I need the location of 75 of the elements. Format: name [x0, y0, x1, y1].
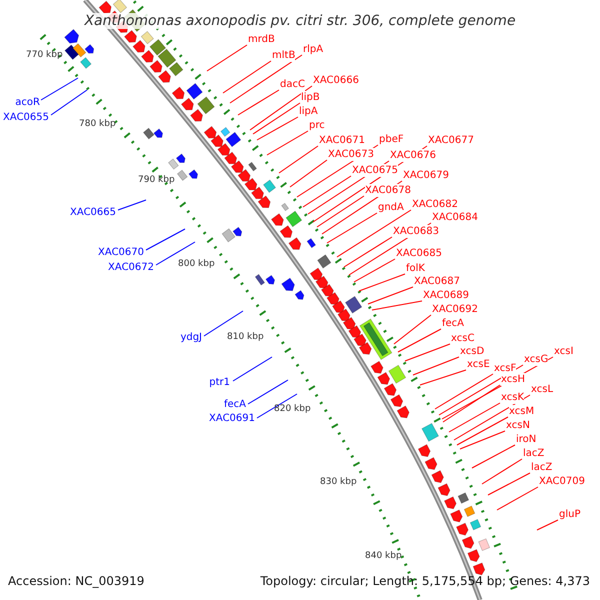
leader-line — [156, 242, 196, 266]
gene-label: xcsH — [501, 373, 525, 386]
leader-line — [496, 486, 538, 510]
leader-line — [368, 286, 414, 304]
leader-line — [354, 258, 396, 282]
leader-line — [206, 44, 248, 72]
gene-label: XAC0676 — [390, 149, 436, 162]
leader-line — [238, 90, 280, 116]
leader-line — [372, 300, 422, 310]
leader-line — [412, 356, 460, 376]
leader-line — [394, 314, 432, 344]
gene-label: dacC — [280, 78, 305, 91]
leader-line — [230, 54, 302, 104]
leader-line — [204, 310, 244, 336]
leader-line — [278, 146, 318, 174]
leader-line — [398, 328, 442, 352]
gene-label: XAC0673 — [328, 148, 374, 161]
leader-line — [316, 196, 364, 228]
gene-label: rlpA — [303, 43, 324, 56]
leader-line — [118, 200, 146, 210]
leader-line — [250, 86, 312, 130]
gene-label: ydgJ — [180, 331, 202, 344]
leader-line — [40, 78, 78, 100]
gene-label: XAC0683 — [393, 225, 439, 238]
leader-line — [454, 394, 530, 440]
leader-line — [438, 364, 524, 416]
leader-line — [290, 160, 328, 188]
leader-line — [344, 236, 392, 268]
gene-label: xcsF — [494, 362, 516, 375]
scale-label: 820 kbp — [274, 403, 311, 416]
leader-line — [434, 374, 494, 410]
footer-text: Topology: circular; Length: 5,175,554 bp; Genes: 4,373 — [260, 574, 590, 588]
leader-line — [448, 402, 500, 432]
leader-line — [336, 210, 412, 258]
scale-label: 770 kbp — [26, 49, 63, 62]
scale-label: 790 kbp — [138, 174, 175, 187]
leader-line — [256, 394, 298, 418]
leader-line — [358, 274, 406, 292]
gene-label: prc — [309, 119, 325, 132]
gene-label: ptr1 — [209, 376, 230, 389]
leader-line — [232, 356, 272, 382]
leader-line — [456, 416, 508, 446]
gene-label: gluP — [559, 508, 580, 521]
leader-line — [536, 520, 558, 530]
scale-label: 810 kbp — [227, 331, 264, 344]
leader-line — [442, 384, 500, 422]
gene-label: mltB — [272, 49, 296, 62]
gene-label: lipA — [299, 105, 318, 118]
gene-label: XAC0675 — [352, 164, 398, 177]
leader-line — [420, 370, 466, 386]
leader-line — [252, 102, 300, 134]
leader-line — [404, 344, 450, 362]
scale-label: 830 kbp — [320, 476, 357, 489]
leader-line — [326, 212, 378, 244]
scale-label: 800 kbp — [178, 258, 215, 271]
leader-line — [266, 130, 308, 156]
scale-label: 840 kbp — [365, 550, 402, 563]
leader-line — [488, 472, 530, 496]
scale-label: 780 kbp — [79, 118, 116, 131]
leader-line — [50, 90, 88, 116]
leader-line — [222, 60, 272, 94]
leader-line — [472, 444, 516, 468]
gene-label: XAC0678 — [365, 184, 411, 197]
footer-text: Accession: NC_003919 — [8, 574, 144, 588]
gene-label: xcsG — [524, 353, 548, 366]
gene-label: gndA — [378, 201, 404, 214]
gene-label: lipB — [301, 91, 320, 104]
leader-line — [482, 458, 522, 484]
gene-label: pbeF — [379, 133, 404, 146]
gene-label: xcsK — [501, 391, 524, 404]
leader-line — [256, 116, 298, 140]
leader-line — [146, 228, 186, 250]
leader-line — [248, 380, 288, 404]
leader-line — [460, 430, 506, 450]
leader-line — [302, 176, 352, 208]
